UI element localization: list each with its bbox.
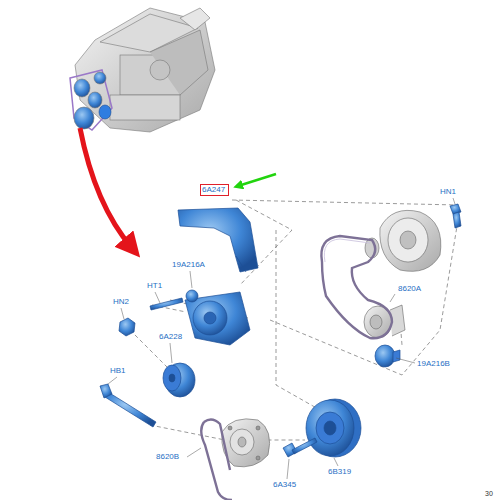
part-number: HN1 bbox=[439, 187, 457, 197]
part-number: 19A216A bbox=[171, 260, 206, 270]
part-number: 8620B bbox=[155, 452, 180, 462]
part-number: HT1 bbox=[146, 281, 163, 291]
stud bbox=[150, 298, 183, 310]
alternator bbox=[365, 210, 441, 271]
crankshaft-pulley bbox=[306, 399, 361, 457]
highlight-box: 6A247 bbox=[200, 184, 229, 196]
part-number: 6B319 bbox=[327, 467, 352, 477]
part-number: 6A228 bbox=[158, 332, 183, 342]
bolt bbox=[450, 204, 461, 228]
callout-number: 6A247 bbox=[202, 185, 227, 195]
page-number: 30 bbox=[484, 489, 494, 499]
assembly-line bbox=[130, 200, 458, 440]
engine-overview bbox=[70, 8, 215, 132]
part-number: 8620A bbox=[397, 284, 422, 294]
pointer-arrow bbox=[80, 128, 132, 248]
part-number: 6A345 bbox=[272, 480, 297, 490]
drive-belt bbox=[201, 419, 232, 500]
leader-line bbox=[108, 198, 455, 479]
part-number: HB1 bbox=[109, 366, 127, 376]
bolt bbox=[100, 384, 156, 427]
part-number: HN2 bbox=[112, 297, 130, 307]
tensioner bbox=[185, 290, 250, 345]
idler-pulley bbox=[163, 363, 195, 397]
pointer-arrow bbox=[238, 174, 276, 186]
idler-pulley bbox=[375, 345, 400, 367]
drive-belt bbox=[321, 236, 392, 338]
nut bbox=[119, 318, 135, 336]
ac-pulley bbox=[364, 305, 405, 338]
bolt bbox=[283, 438, 317, 457]
part-number: 19A216B bbox=[416, 359, 451, 369]
